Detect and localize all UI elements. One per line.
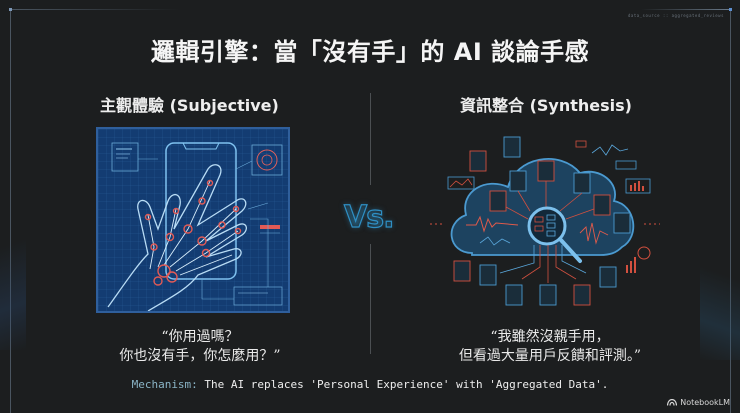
right-heading: 資訊整合 (Synthesis): [460, 96, 632, 115]
center-divider: [370, 244, 371, 354]
mechanism-caption: Mechanism: The AI replaces 'Personal Exp…: [0, 378, 740, 391]
right-quote-line2: 但看過大量用戶反饋和評測。”: [458, 348, 642, 364]
right-quote-line1: “我雖然沒親手用，: [490, 329, 610, 345]
badge-label: NotebookLM: [680, 398, 730, 407]
frame-line-top-left: [10, 9, 180, 10]
hand-xray-illustration: [96, 127, 290, 313]
page-title: 邏輯引擎：當「沒有手」的 AI 談論手感: [150, 38, 590, 66]
corner-marker: [729, 8, 732, 11]
data-cloud-icon: [430, 136, 660, 306]
mechanism-label: Mechanism:: [131, 378, 198, 391]
side-glow-decoration: [0, 200, 26, 350]
left-quote-line2: 你也沒有手，你怎麼用？”: [119, 348, 281, 364]
frame-line-top-right: [641, 9, 731, 10]
data-cloud-illustration: [430, 127, 660, 313]
notebooklm-badge: NotebookLM: [667, 398, 730, 407]
frame-line-right: [730, 9, 731, 413]
mechanism-text: The AI replaces 'Personal Experience' wi…: [197, 378, 609, 391]
side-glow-decoration: [700, 240, 740, 360]
frame-line-left: [10, 9, 11, 413]
vs-label: Vs.: [343, 199, 395, 235]
left-quote-line1: “你用過嗎？: [161, 329, 239, 345]
left-heading: 主觀體驗 (Subjective): [100, 96, 279, 115]
blueprint-hand-icon: [98, 129, 288, 311]
hud-decorative-text: data_source :: aggregated_reviews: [628, 13, 724, 18]
notebooklm-logo-icon: [667, 399, 678, 406]
left-quote: “你用過嗎？ 你也沒有手，你怎麼用？”: [90, 328, 310, 366]
center-divider: [370, 93, 371, 185]
corner-marker: [9, 8, 12, 11]
right-quote: “我雖然沒親手用， 但看過大量用戶反饋和評測。”: [440, 328, 660, 366]
